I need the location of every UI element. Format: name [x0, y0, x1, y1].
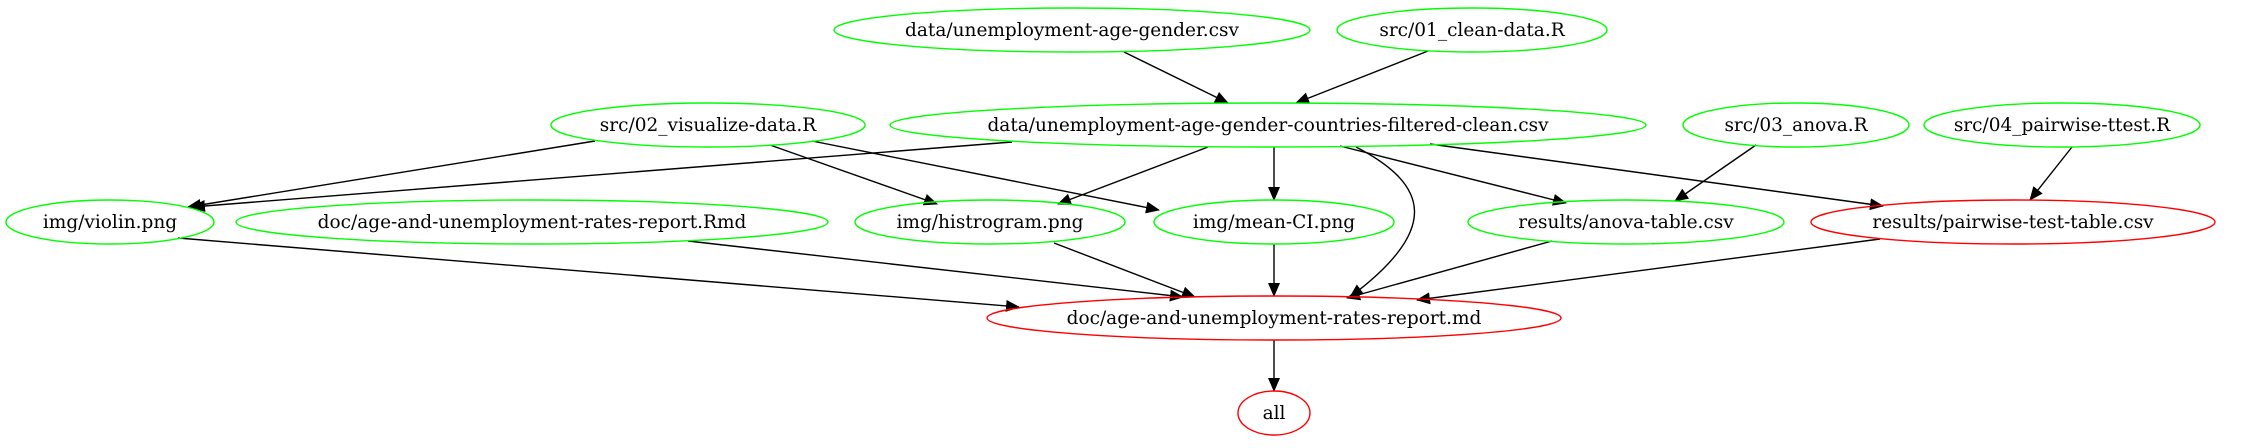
node-ellipse [889, 102, 1647, 148]
edge-data_clean-to-pairwise_table [1429, 143, 1884, 211]
edge-data_clean-to-histogram [1057, 146, 1209, 205]
nodes-layer: data/unemployment-age-gender.csv src/01_c… [5, 7, 2216, 436]
edge-viz_script-to-violin [187, 140, 596, 211]
node-anova_table: results/anova-table.csv [1467, 199, 1785, 245]
edge-ttest_script-to-pairwise_table [2029, 146, 2073, 201]
node-label: results/anova-table.csv [1518, 212, 1734, 233]
node-meanci: img/mean-CI.png [1153, 199, 1395, 245]
node-ellipse [1237, 390, 1311, 436]
node-label: img/mean-CI.png [1193, 212, 1355, 233]
node-ellipse [1810, 199, 2216, 245]
node-report_md: doc/age-and-unemployment-rates-report.md [986, 295, 1562, 341]
node-ellipse [986, 295, 1562, 341]
node-all: all [1237, 390, 1311, 436]
node-clean_script: src/01_clean-data.R [1336, 7, 1608, 53]
node-ellipse [1336, 7, 1608, 53]
edge-data_raw-to-data_clean [1123, 51, 1229, 104]
edge-data_clean-to-violin [191, 141, 1013, 212]
edge-anova_table-to-report_md [1346, 240, 1553, 301]
node-data_clean: data/unemployment-age-gender-countries-f… [889, 102, 1647, 148]
node-ellipse [5, 199, 215, 245]
edge-data_clean-to-report_md [1349, 146, 1416, 298]
edge-rmd-to-report_md [687, 240, 1184, 302]
node-pairwise_table: results/pairwise-test-table.csv [1810, 199, 2216, 245]
node-ellipse [235, 199, 829, 245]
node-ellipse [550, 102, 866, 148]
node-label: src/03_anova.R [1724, 115, 1868, 136]
node-label: data/unemployment-age-gender.csv [905, 20, 1239, 41]
edge-data_clean-to-anova_table [1339, 145, 1567, 206]
node-label: src/02_visualize-data.R [600, 115, 818, 136]
edge-viz_script-to-histogram [769, 144, 938, 206]
edges-layer [177, 50, 2073, 392]
node-label: doc/age-and-unemployment-rates-report.Rm… [318, 212, 747, 233]
node-viz_script: src/02_visualize-data.R [550, 102, 866, 148]
node-label: doc/age-and-unemployment-rates-report.md [1067, 308, 1482, 329]
edge-histogram-to-report_md [1053, 242, 1196, 298]
node-label: results/pairwise-test-table.csv [1872, 212, 2154, 233]
edge-viz_script-to-meanci [811, 140, 1160, 214]
node-data_raw: data/unemployment-age-gender.csv [833, 7, 1311, 53]
node-violin: img/violin.png [5, 199, 215, 245]
node-label: src/04_pairwise-ttest.R [1954, 115, 2171, 136]
node-label: all [1263, 403, 1286, 424]
node-ttest_script: src/04_pairwise-ttest.R [1923, 102, 2201, 148]
node-ellipse [833, 7, 1311, 53]
node-ellipse [1467, 199, 1785, 245]
node-anova_script: src/03_anova.R [1682, 102, 1910, 148]
node-rmd: doc/age-and-unemployment-rates-report.Rm… [235, 199, 829, 245]
node-label: img/histrogram.png [896, 212, 1083, 233]
node-ellipse [1682, 102, 1910, 148]
node-label: data/unemployment-age-gender-countries-f… [987, 115, 1549, 136]
edge-violin-to-report_md [177, 237, 1020, 312]
node-label: img/violin.png [43, 212, 177, 233]
edge-clean_script-to-data_clean [1295, 50, 1429, 104]
node-label: src/01_clean-data.R [1379, 20, 1565, 41]
edge-anova_script-to-anova_table [1674, 144, 1757, 202]
node-ellipse [854, 199, 1126, 245]
edge-pairwise_table-to-report_md [1416, 238, 1881, 305]
node-ellipse [1153, 199, 1395, 245]
node-histogram: img/histrogram.png [854, 199, 1126, 245]
node-ellipse [1923, 102, 2201, 148]
